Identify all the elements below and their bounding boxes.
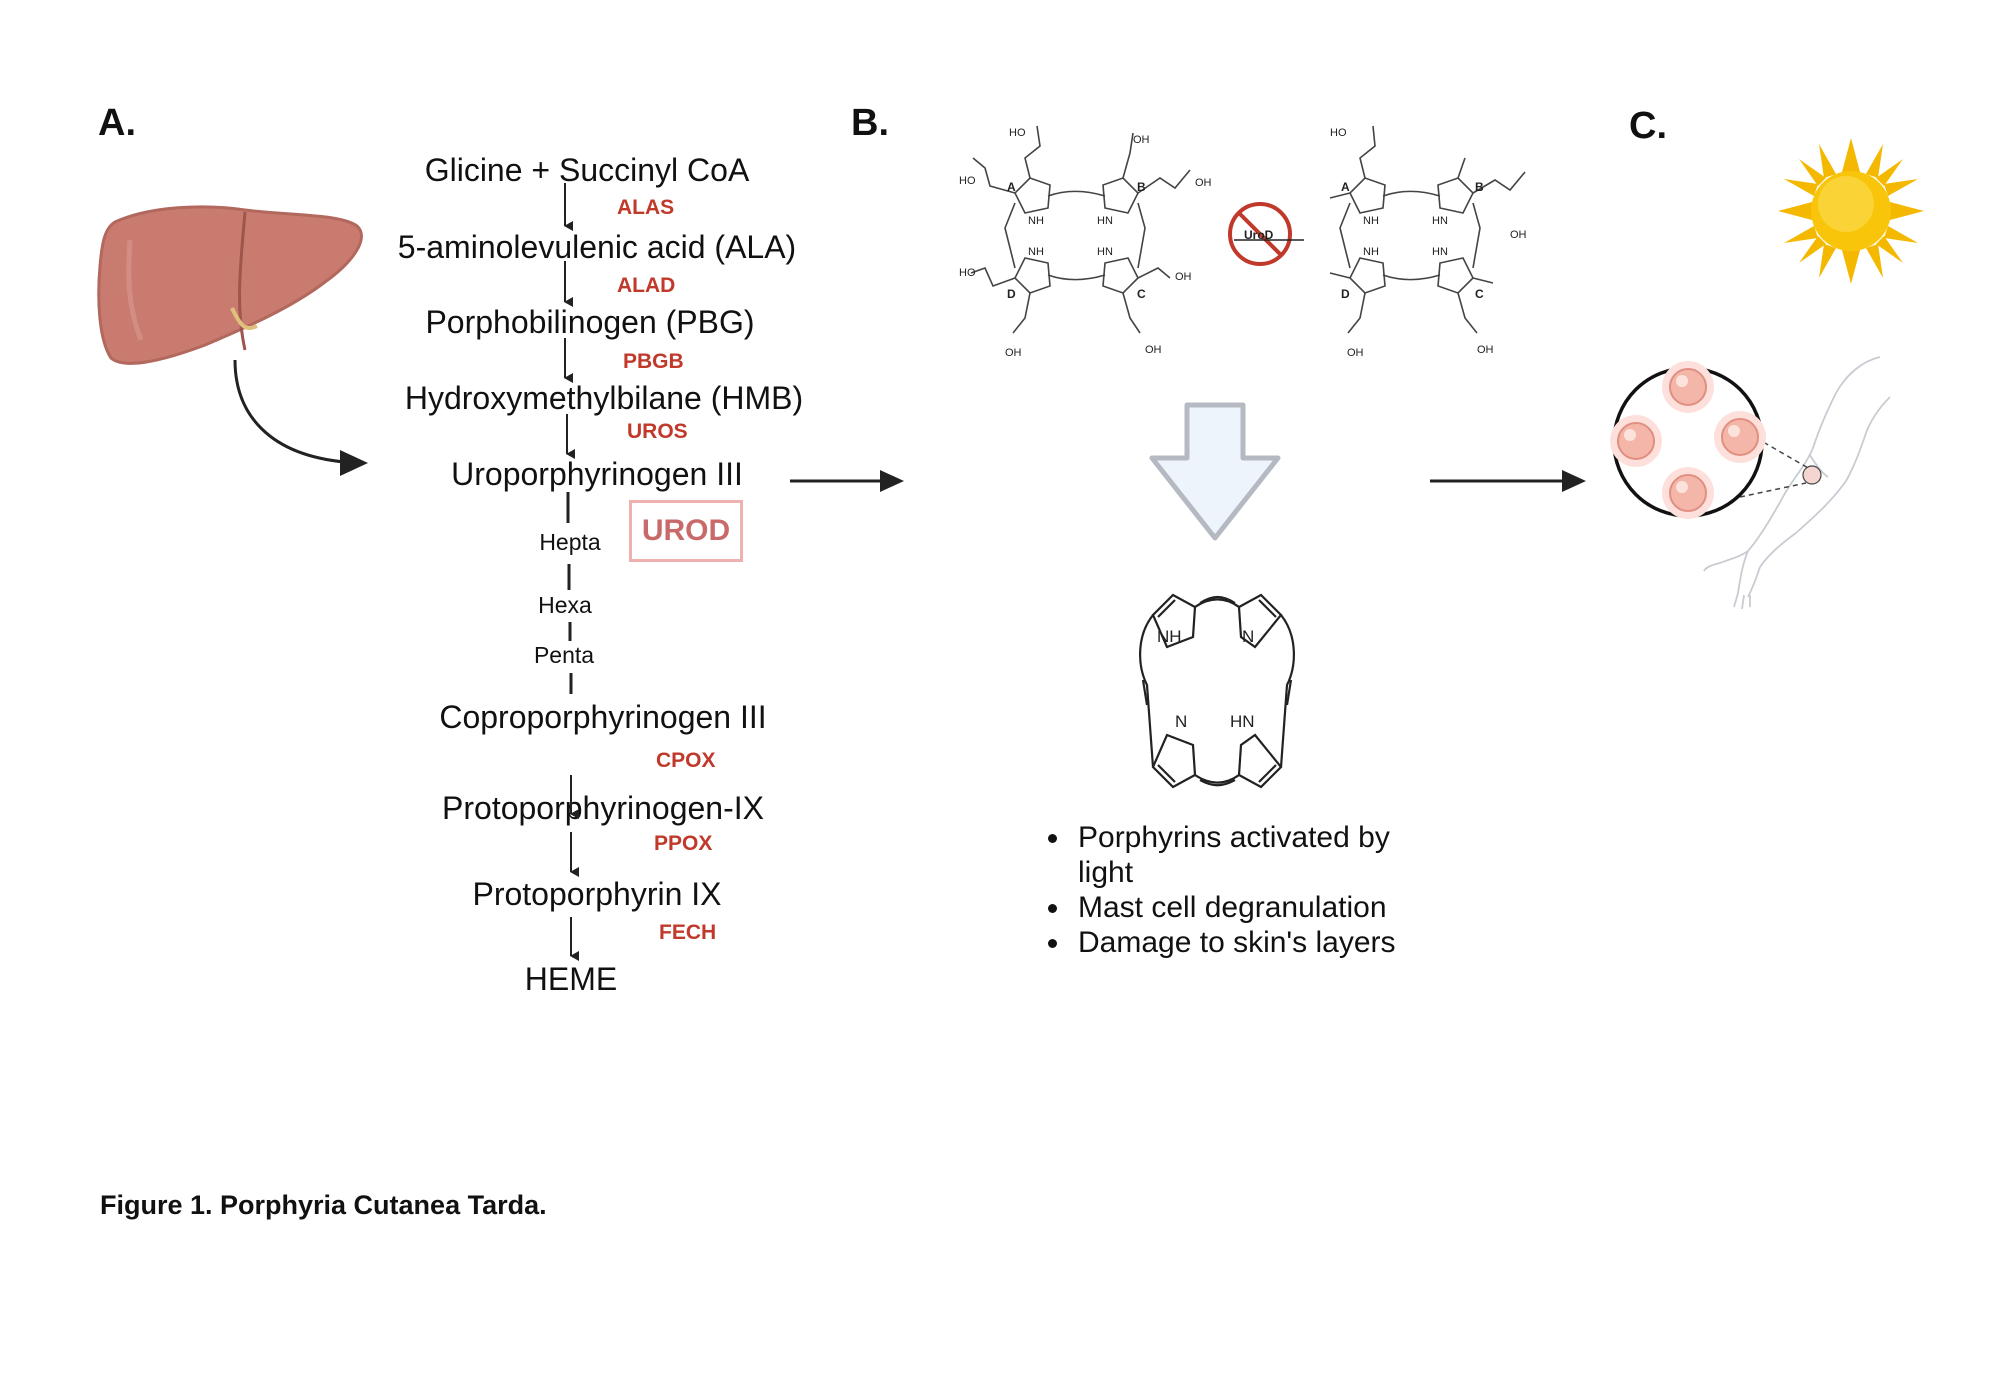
- urod-blocked-label: UroD: [1244, 228, 1274, 242]
- porphyrin-structure: NH N N HN: [1139, 593, 1295, 789]
- svg-text:OH: OH: [1195, 177, 1212, 189]
- ring-label-d: D: [1007, 287, 1016, 301]
- metabolite-hmb: Hydroxymethylbilane (HMB): [404, 380, 804, 416]
- urod-highlight-box: UROD: [629, 500, 743, 562]
- arrow-a-to-b: [790, 470, 904, 492]
- metabolite-pbg: Porphobilinogen (PBG): [425, 304, 755, 340]
- ring-label-b: B: [1137, 180, 1146, 194]
- enzyme-ppox: PPOX: [654, 832, 713, 855]
- svg-text:HN: HN: [1230, 712, 1255, 731]
- svg-text:NH: NH: [1028, 246, 1044, 258]
- enzyme-alad: ALAD: [617, 274, 676, 297]
- panel-label-a: A.: [98, 102, 136, 144]
- svg-text:NH: NH: [1363, 246, 1379, 258]
- metabolite-protoporphyrinogen: Protoporphyrinogen-IX: [442, 790, 764, 826]
- ring-label-c: C: [1137, 287, 1146, 301]
- enzyme-cpox: CPOX: [656, 749, 716, 772]
- svg-text:HO: HO: [1330, 127, 1347, 139]
- bullet-mast-cell: Mast cell degranulation: [1072, 890, 1398, 925]
- metabolite-protoporphyrin: Protoporphyrin IX: [472, 876, 722, 912]
- svg-text:OH: OH: [1510, 229, 1527, 241]
- liver-illustration: [97, 205, 363, 365]
- svg-text:OH: OH: [1005, 347, 1022, 359]
- uroporphyrinogen-structure: HO HO HO NH HN NH HN OH OH OH OH OH A B …: [959, 125, 1212, 359]
- svg-text:N: N: [1175, 712, 1187, 731]
- liver-to-pathway-arrow: [233, 359, 368, 476]
- svg-text:OH: OH: [1347, 347, 1364, 359]
- bullet-skin-damage: Damage to skin's layers: [1072, 925, 1398, 960]
- metabolite-glycine: Glicine + Succinyl CoA: [424, 152, 750, 188]
- panel-label-b: B.: [851, 102, 889, 144]
- metabolite-ala: 5-aminolevulenic acid (ALA): [397, 229, 797, 265]
- urod-blocked-icon: UroD: [1228, 202, 1304, 266]
- coproporphyrinogen-structure: HO NH HN NH HN OH OH OH A B C D: [1329, 125, 1527, 359]
- svg-text:HO: HO: [959, 267, 976, 279]
- svg-text:A: A: [1341, 180, 1350, 194]
- metabolite-coproporphyrinogen: Coproporphyrinogen III: [439, 699, 767, 735]
- enzyme-alas: ALAS: [617, 196, 675, 219]
- svg-text:OH: OH: [1145, 344, 1162, 356]
- metabolite-uroporphyrinogen: Uroporphyrinogen III: [451, 456, 743, 492]
- enzyme-fech: FECH: [659, 921, 717, 944]
- arm-lesions-illustration: [1610, 356, 1891, 610]
- intermediate-hexa: Hexa: [538, 592, 592, 618]
- svg-text:HN: HN: [1097, 215, 1113, 227]
- svg-text:N: N: [1242, 627, 1254, 646]
- svg-text:OH: OH: [1133, 134, 1150, 146]
- svg-text:OH: OH: [1477, 344, 1494, 356]
- figure-caption: Figure 1. Porphyria Cutanea Tarda.: [100, 1190, 547, 1220]
- svg-text:C: C: [1475, 287, 1484, 301]
- arrow-b-to-c: [1430, 470, 1586, 492]
- svg-text:OH: OH: [1175, 271, 1192, 283]
- porphyrin-nh: NH: [1157, 627, 1182, 646]
- panel-label-c: C.: [1629, 105, 1667, 147]
- svg-text:HN: HN: [1097, 246, 1113, 258]
- effects-list: Porphyrins activated by light Mast cell …: [1038, 820, 1398, 960]
- cooh-label: HO: [1009, 127, 1026, 139]
- svg-text:B: B: [1475, 180, 1484, 194]
- svg-text:D: D: [1341, 287, 1350, 301]
- svg-text:NH: NH: [1028, 215, 1044, 227]
- metabolite-heme: HEME: [524, 961, 618, 997]
- bullet-porphyrins-light: Porphyrins activated by light: [1072, 820, 1398, 890]
- sun-icon: [1778, 138, 1924, 284]
- svg-text:HN: HN: [1432, 246, 1448, 258]
- svg-text:HN: HN: [1432, 215, 1448, 227]
- svg-text:HO: HO: [959, 175, 976, 187]
- intermediate-hepta: Hepta: [539, 529, 601, 555]
- intermediate-penta: Penta: [533, 642, 595, 668]
- ring-label-a: A: [1007, 180, 1016, 194]
- svg-text:NH: NH: [1363, 215, 1379, 227]
- enzyme-uros: UROS: [627, 420, 688, 443]
- down-arrow-icon: [1149, 402, 1281, 541]
- enzyme-pbgb: PBGB: [623, 350, 684, 373]
